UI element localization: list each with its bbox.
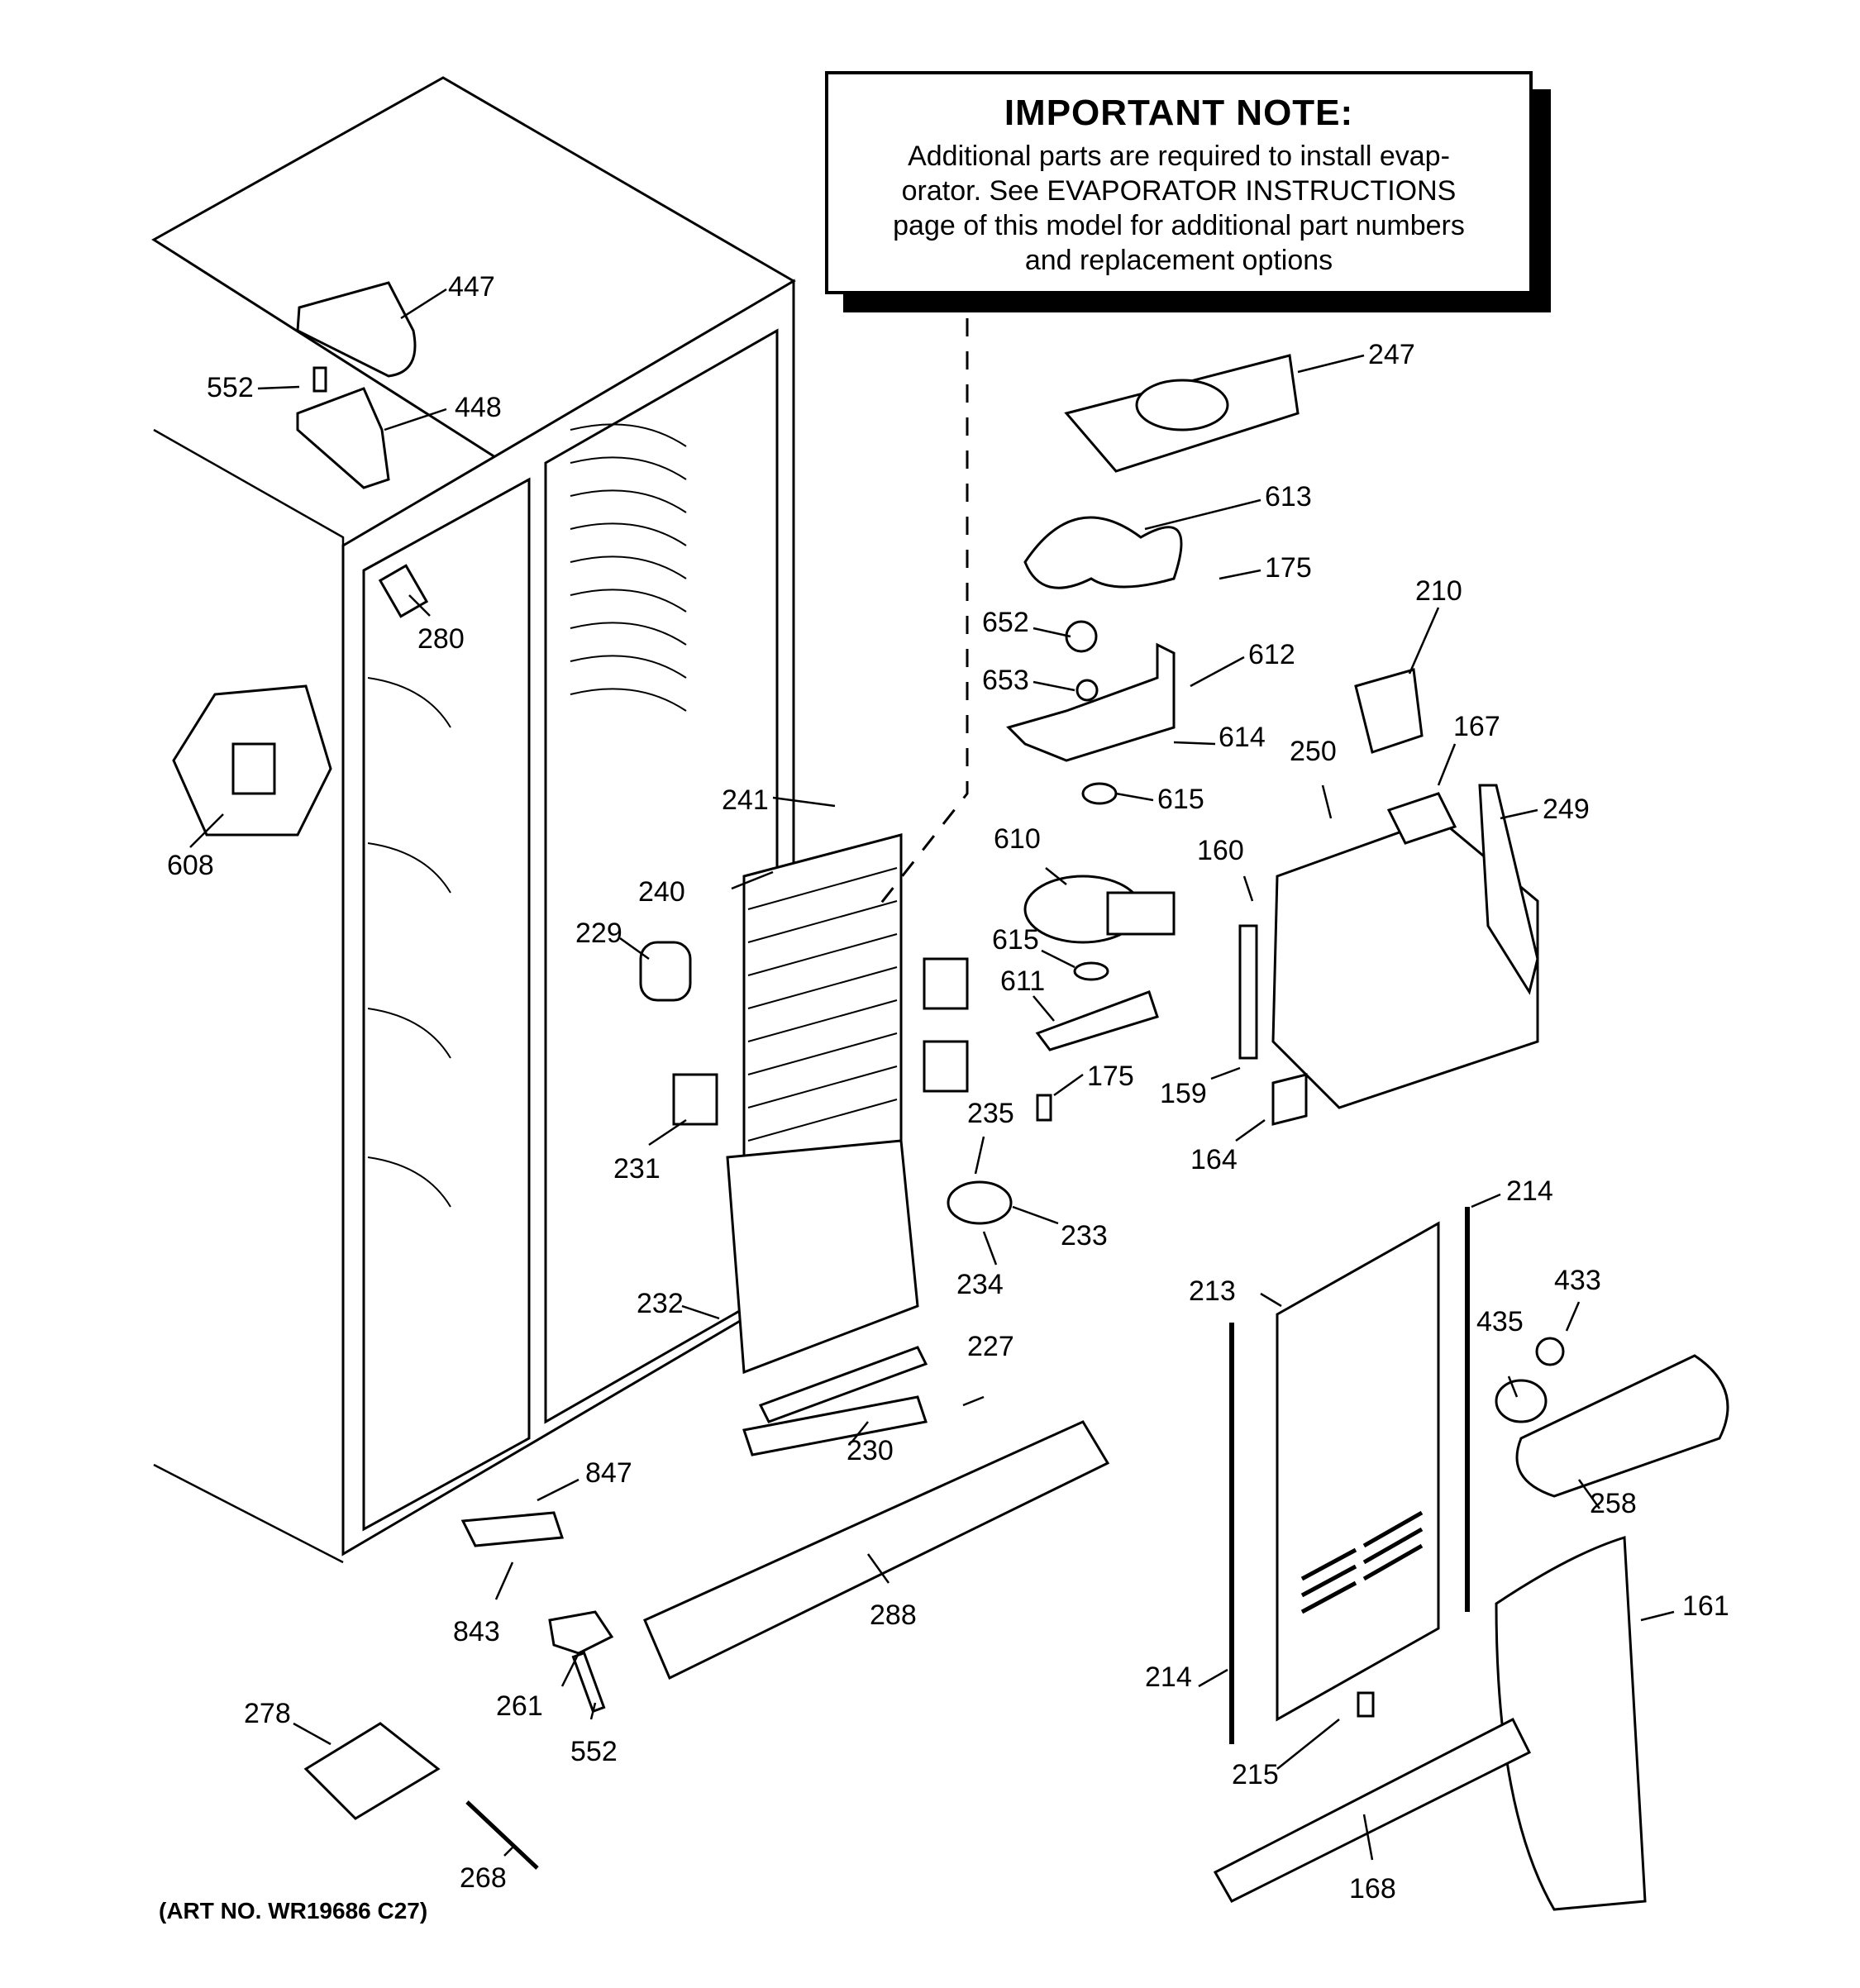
callout-433: 433 [1554,1265,1601,1296]
callout-447: 447 [448,271,495,303]
callout-653: 653 [982,665,1029,696]
callout-261: 261 [496,1690,543,1722]
callout-249: 249 [1543,794,1590,825]
roller-screws [303,1610,614,1870]
front-cover [1213,1536,1647,1911]
callout-615: 615 [1157,784,1204,815]
callout-175: 175 [1265,552,1312,584]
callout-258: 258 [1590,1488,1637,1519]
leader-lines [189,288,1675,1861]
note-line: page of this model for additional part n… [893,210,1465,241]
callout-161: 161 [1682,1590,1729,1622]
callout-233: 233 [1061,1220,1108,1251]
callout-652: 652 [982,607,1029,638]
art-number: (ART NO. WR19686 C27) [159,1898,428,1924]
callout-210: 210 [1415,575,1462,607]
important-note-box: IMPORTANT NOTE: Additional parts are req… [825,71,1533,294]
callout-175: 175 [1087,1061,1134,1092]
note-title: IMPORTANT NOTE: [1004,93,1354,133]
back-panel [1229,1207,1470,1744]
top-hinge [296,281,417,489]
callout-229: 229 [575,918,622,949]
inset-608 [172,684,332,837]
callout-168: 168 [1349,1873,1396,1905]
fan-housing [1238,668,1539,1126]
callout-232: 232 [637,1288,684,1319]
bottom-rail [460,1346,1110,1681]
callout-435: 435 [1476,1306,1524,1337]
callout-280: 280 [417,623,465,655]
callout-448: 448 [455,392,502,423]
callout-608: 608 [167,850,214,881]
callout-611: 611 [1000,965,1046,997]
evaporator [639,833,969,1456]
callout-213: 213 [1189,1275,1236,1307]
callout-847: 847 [585,1457,632,1489]
callout-234: 234 [956,1269,1004,1300]
fan-assembly [947,354,1300,1225]
callout-240: 240 [638,876,685,908]
callout-247: 247 [1368,339,1415,370]
callout-230: 230 [847,1435,894,1466]
note-line: orator. See EVAPORATOR INSTRUCTIONS [901,175,1457,207]
callout-235: 235 [967,1098,1014,1129]
cabinet [151,76,796,1564]
callout-214: 214 [1145,1661,1192,1693]
callout-268: 268 [460,1862,507,1894]
callout-164: 164 [1190,1144,1238,1175]
callout-250: 250 [1290,736,1337,767]
note-line: Additional parts are required to install… [908,141,1450,172]
callout-552: 552 [207,372,254,403]
callout-215: 215 [1232,1759,1279,1790]
callout-615: 615 [992,924,1039,956]
callout-612: 612 [1248,639,1295,670]
callout-214: 214 [1506,1175,1553,1207]
callout-167: 167 [1453,711,1500,742]
callout-241: 241 [722,784,769,816]
callout-160: 160 [1197,835,1244,866]
callout-610: 610 [994,823,1041,855]
light-cover [1495,1337,1729,1498]
callout-843: 843 [453,1616,500,1647]
note-line: and replacement options [1024,245,1333,276]
callout-278: 278 [244,1698,291,1729]
callout-159: 159 [1160,1078,1207,1109]
callout-613: 613 [1265,481,1312,512]
callout-227: 227 [967,1331,1014,1362]
callout-288: 288 [870,1599,917,1631]
note-body: Additional parts are required to install… [828,139,1529,278]
callout-231: 231 [613,1153,661,1185]
callout-614: 614 [1219,722,1266,753]
callout-552: 552 [570,1736,618,1767]
